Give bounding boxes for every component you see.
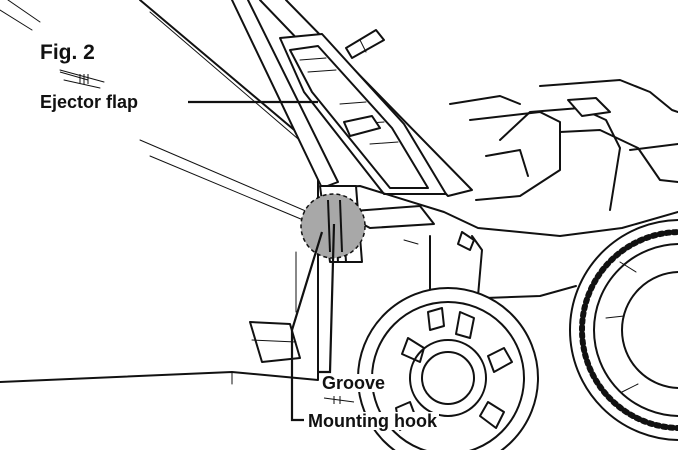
figure-title: Fig. 2: [40, 41, 95, 64]
rear-wheel: [569, 219, 678, 441]
leader-line-groove: [318, 223, 336, 374]
leader-line-mounting-hook: [290, 231, 324, 422]
grass-catcher-bag: [0, 0, 319, 385]
callout-ejector-flap: Ejector flap: [38, 92, 141, 112]
leader-lines: [188, 100, 336, 422]
ejector-flap: [279, 33, 447, 195]
callout-mounting-hook: Mounting hook: [306, 411, 439, 431]
callout-groove: Groove: [320, 373, 388, 393]
